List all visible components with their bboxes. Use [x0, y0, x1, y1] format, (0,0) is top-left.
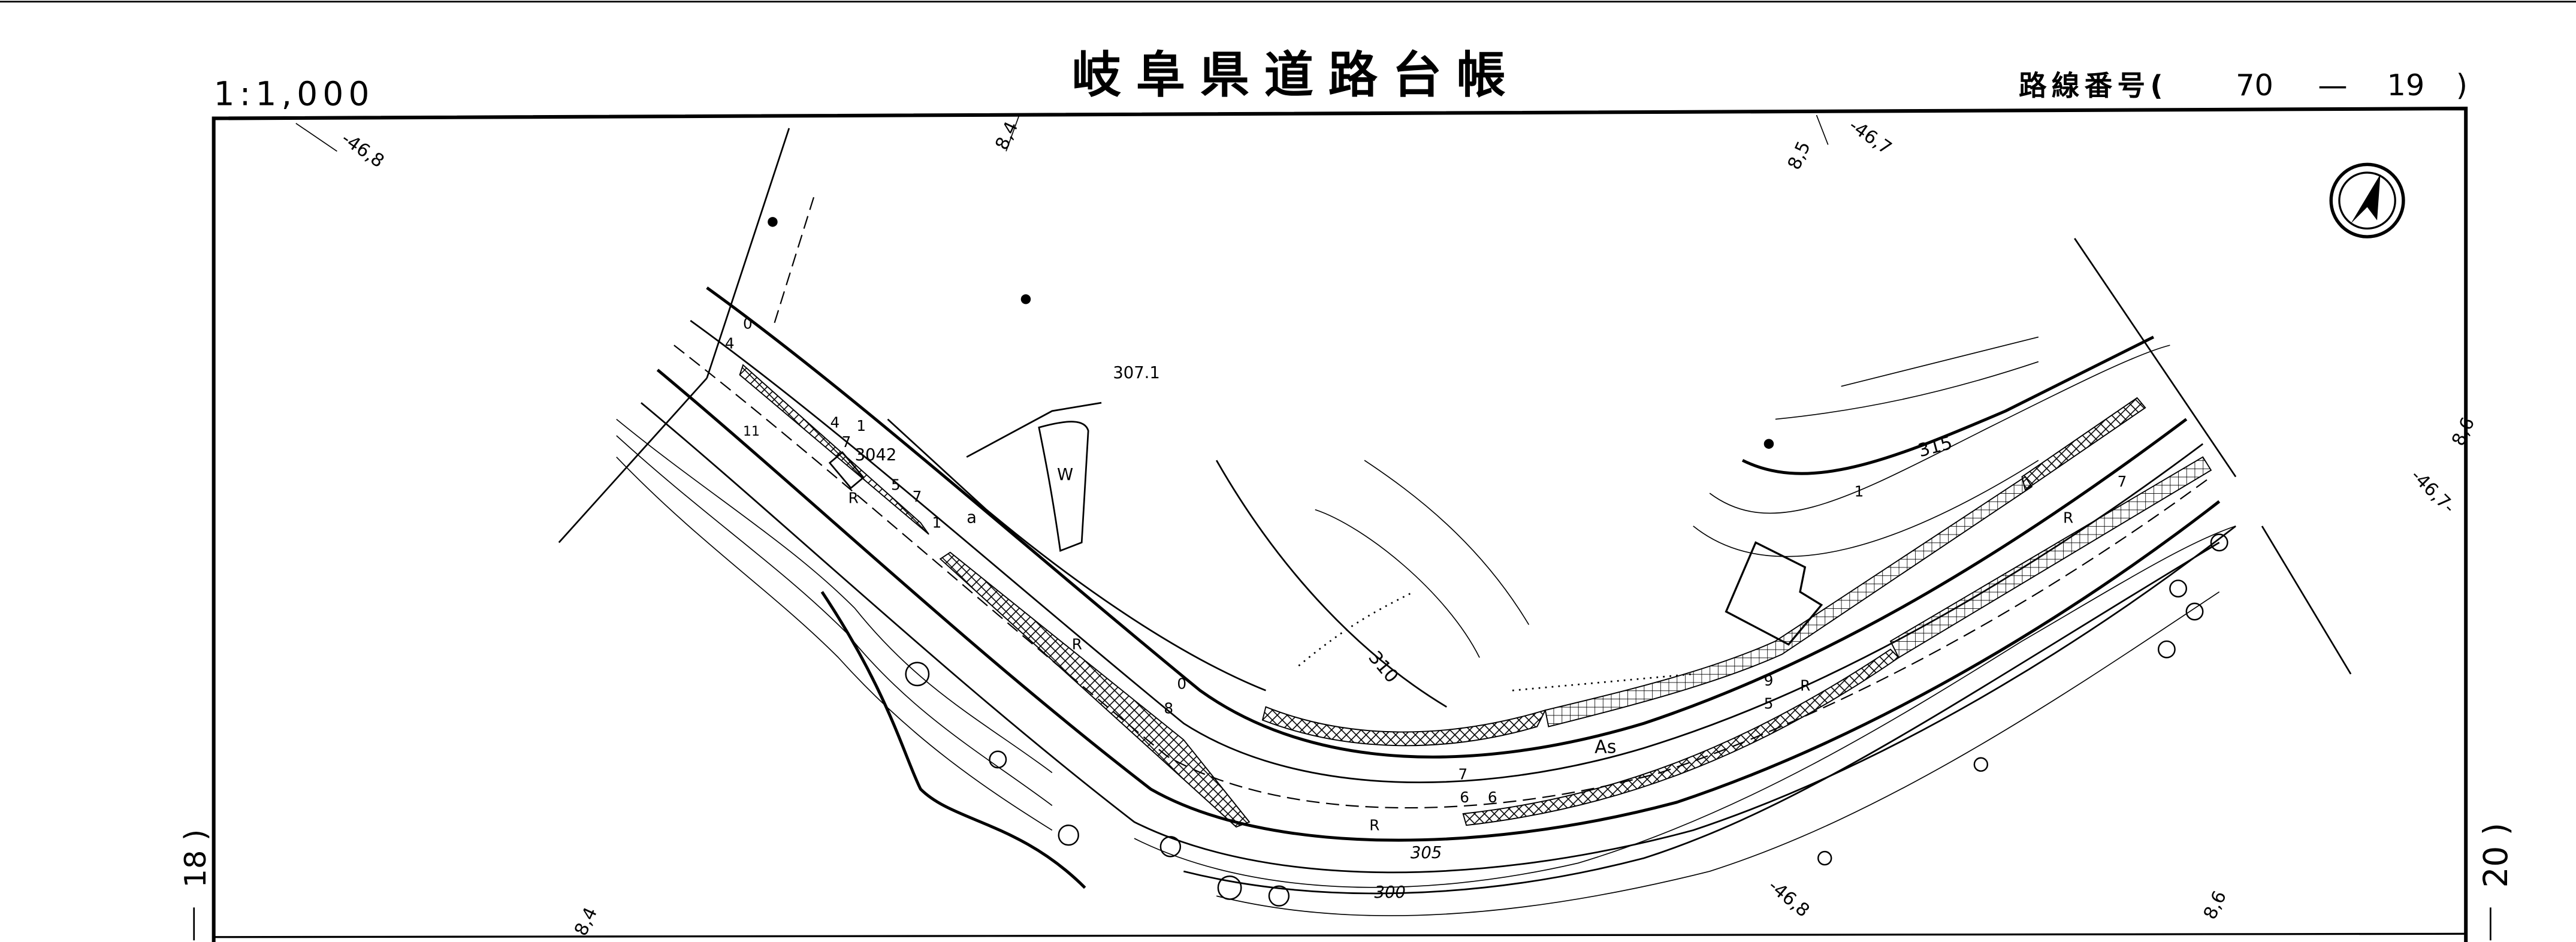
coord-top-left: -46,8 [337, 128, 388, 172]
svg-text:a: a [967, 508, 977, 527]
scale-label: 1:1,000 [214, 75, 375, 113]
water-label: W [1057, 466, 1073, 484]
route-close: ) [2456, 68, 2468, 102]
map-annotations: 307.1 3042 310 315 305 300 As W R R R R … [725, 315, 2127, 902]
svg-text:R: R [848, 489, 859, 506]
svg-text:5: 5 [891, 476, 901, 494]
svg-text:7: 7 [1458, 765, 1467, 783]
contour-label-315: 315 [1916, 433, 1955, 462]
coord-bottom-84: 8,4 [570, 904, 602, 939]
svg-text:4: 4 [725, 335, 735, 352]
map-frame [212, 107, 2468, 942]
svg-text:7: 7 [842, 433, 851, 451]
adjacent-sheet-left: 18 ) [178, 829, 213, 888]
retaining-wall-grid-2 [1889, 456, 2212, 659]
small-structure [828, 451, 865, 490]
north-arrow-icon [2329, 162, 2405, 238]
slope-hatch-center [1261, 706, 1547, 747]
slope-hatch-lower-left [939, 551, 1251, 828]
svg-text:9: 9 [1764, 672, 1774, 689]
svg-text:R: R [1369, 816, 1379, 834]
retaining-wall-grid-1 [1544, 476, 2033, 727]
svg-text:7: 7 [2118, 473, 2127, 490]
adjacent-sheet-right: 20 ) [2477, 823, 2515, 888]
coord-bottom-86: 8,6 [2200, 887, 2231, 922]
route-number: 70 [2236, 68, 2273, 102]
svg-text:11: 11 [743, 424, 760, 439]
building [1725, 541, 1823, 646]
slope-hatch-upper-left [739, 364, 929, 535]
water-area [1038, 421, 1089, 552]
coord-right-86: 8,6 [2448, 414, 2479, 449]
contour-label-300: 300 [1375, 883, 1406, 902]
slope-hatch-right [2021, 397, 2146, 491]
svg-text:6: 6 [1488, 789, 1497, 806]
contour-lines [616, 336, 2236, 916]
coord-top-467: -46,7 [1845, 115, 1895, 159]
pavement-label: As [1594, 737, 1616, 758]
elevation-307: 307.1 [1113, 364, 1160, 382]
svg-text:1: 1 [932, 514, 942, 532]
road-alignment [641, 286, 2236, 874]
frame-bottom [213, 932, 2466, 938]
survey-points [768, 217, 1774, 449]
sheet-number: 19 [2387, 68, 2425, 102]
svg-text:1: 1 [856, 417, 866, 434]
contour-label-310: 310 [1364, 647, 1402, 687]
svg-text:6: 6 [1460, 789, 1469, 806]
route-label: 路線番号( [2019, 70, 2168, 102]
coord-top-84: 8,4 [992, 119, 1023, 153]
tree-symbols [905, 533, 2228, 907]
svg-text:1: 1 [1855, 483, 1864, 500]
svg-text:5: 5 [1764, 695, 1774, 712]
svg-text:8: 8 [1164, 700, 1173, 717]
svg-text:0: 0 [743, 315, 753, 333]
svg-text:R: R [1800, 677, 1810, 694]
coord-top-85: 8,5 [1784, 138, 1815, 173]
svg-text:0: 0 [1177, 675, 1186, 693]
coord-right-467: -46,7- [2406, 466, 2459, 518]
svg-text:7: 7 [913, 488, 922, 505]
map-title: 岐阜県道路台帳 [1072, 47, 1521, 104]
coord-bottom-468: -46,8 [1764, 875, 1813, 922]
route-dash: — [2318, 68, 2347, 102]
svg-text:R: R [2063, 509, 2073, 526]
contour-label-305: 305 [1411, 844, 1442, 862]
elevation-3042: 3042 [855, 446, 897, 464]
svg-text:R: R [1072, 636, 1082, 653]
survey-boundary [558, 128, 2352, 675]
svg-text:4: 4 [830, 413, 839, 431]
